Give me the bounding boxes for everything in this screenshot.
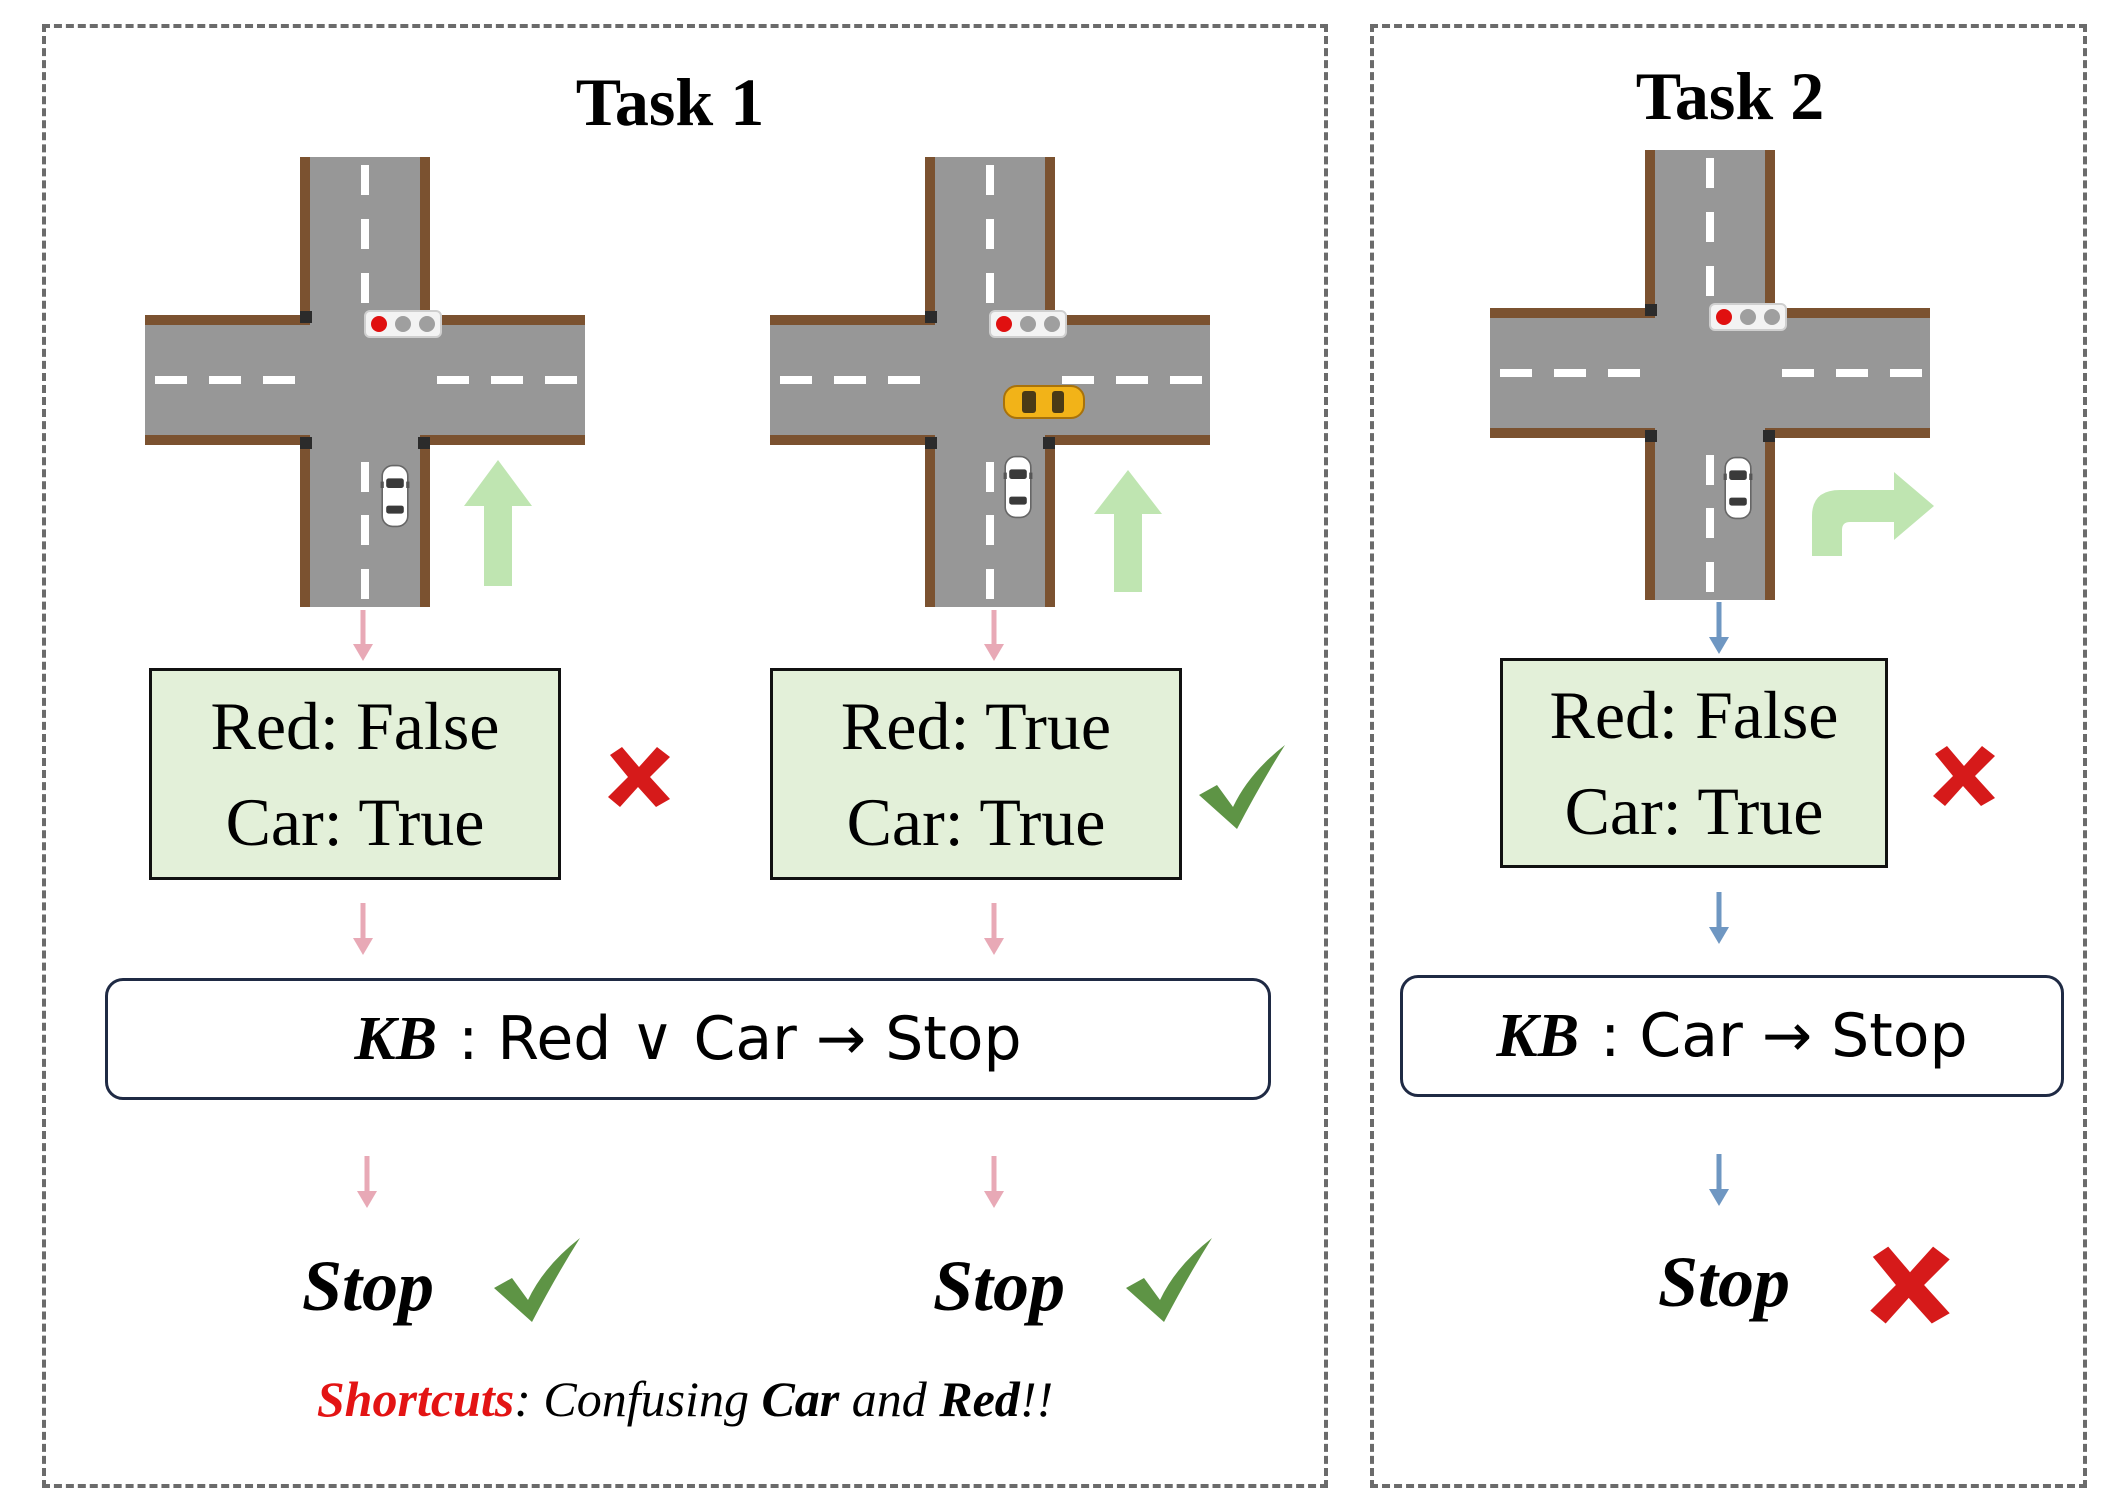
result-stop-2: Stop xyxy=(933,1246,1066,1326)
state-line-red: Red: True xyxy=(840,688,1112,764)
turn-right-arrow-icon xyxy=(1812,472,1934,556)
cross-icon xyxy=(1870,1246,1950,1324)
note-text: : Confusing xyxy=(514,1371,762,1427)
task1-title: Task 1 xyxy=(575,64,765,140)
kb-rule-box-task1: KB : Red ∨ Car → Stop xyxy=(105,978,1271,1100)
check-icon xyxy=(1199,745,1285,829)
kb-rule: : Red ∨ Car → Stop xyxy=(458,1004,1022,1074)
cross-icon xyxy=(1933,746,1995,806)
state-line-car: Car: True xyxy=(1564,773,1824,849)
flow-arrow xyxy=(1709,1154,1729,1206)
kb-label: KB xyxy=(354,1004,438,1073)
straight-arrow-icon xyxy=(464,460,532,586)
note-term-red: Red xyxy=(939,1371,1020,1427)
flow-arrow xyxy=(984,903,1004,955)
straight-arrow-icon xyxy=(1094,470,1162,592)
note-text: and xyxy=(839,1371,940,1427)
flow-arrow xyxy=(984,610,1004,661)
shortcut-note: Shortcuts: Confusing Car and Red!! xyxy=(50,1370,1320,1428)
flow-arrow xyxy=(1709,892,1729,944)
check-icon xyxy=(494,1238,580,1322)
kb-label: KB xyxy=(1496,1001,1580,1070)
kb-rule: : Car → Stop xyxy=(1600,1001,1968,1071)
state-box-1: Red: False Car: True xyxy=(149,668,561,880)
state-line-red: Red: False xyxy=(1549,677,1839,753)
flow-arrow xyxy=(353,903,373,955)
state-line-car: Car: True xyxy=(846,784,1106,860)
cross-icon xyxy=(608,747,670,807)
kb-rule-box-task2: KB : Car → Stop xyxy=(1400,975,2064,1097)
flow-arrow xyxy=(984,1156,1004,1208)
result-stop-1: Stop xyxy=(302,1246,435,1326)
flow-arrow xyxy=(353,610,373,661)
task2-title: Task 2 xyxy=(1635,58,1825,134)
note-term-car: Car xyxy=(761,1371,840,1427)
state-line-car: Car: True xyxy=(225,784,485,860)
check-icon xyxy=(1126,1238,1212,1322)
state-box-2: Red: True Car: True xyxy=(770,668,1182,880)
note-text: !! xyxy=(1019,1371,1054,1427)
state-line-red: Red: False xyxy=(210,688,500,764)
flow-arrow xyxy=(1709,602,1729,654)
flow-arrow xyxy=(357,1156,377,1208)
task2-panel xyxy=(1370,24,2087,1488)
result-stop-3: Stop xyxy=(1658,1242,1791,1322)
task1-panel xyxy=(42,24,1328,1488)
state-box-3: Red: False Car: True xyxy=(1500,658,1888,868)
shortcut-word: Shortcuts xyxy=(316,1371,515,1427)
